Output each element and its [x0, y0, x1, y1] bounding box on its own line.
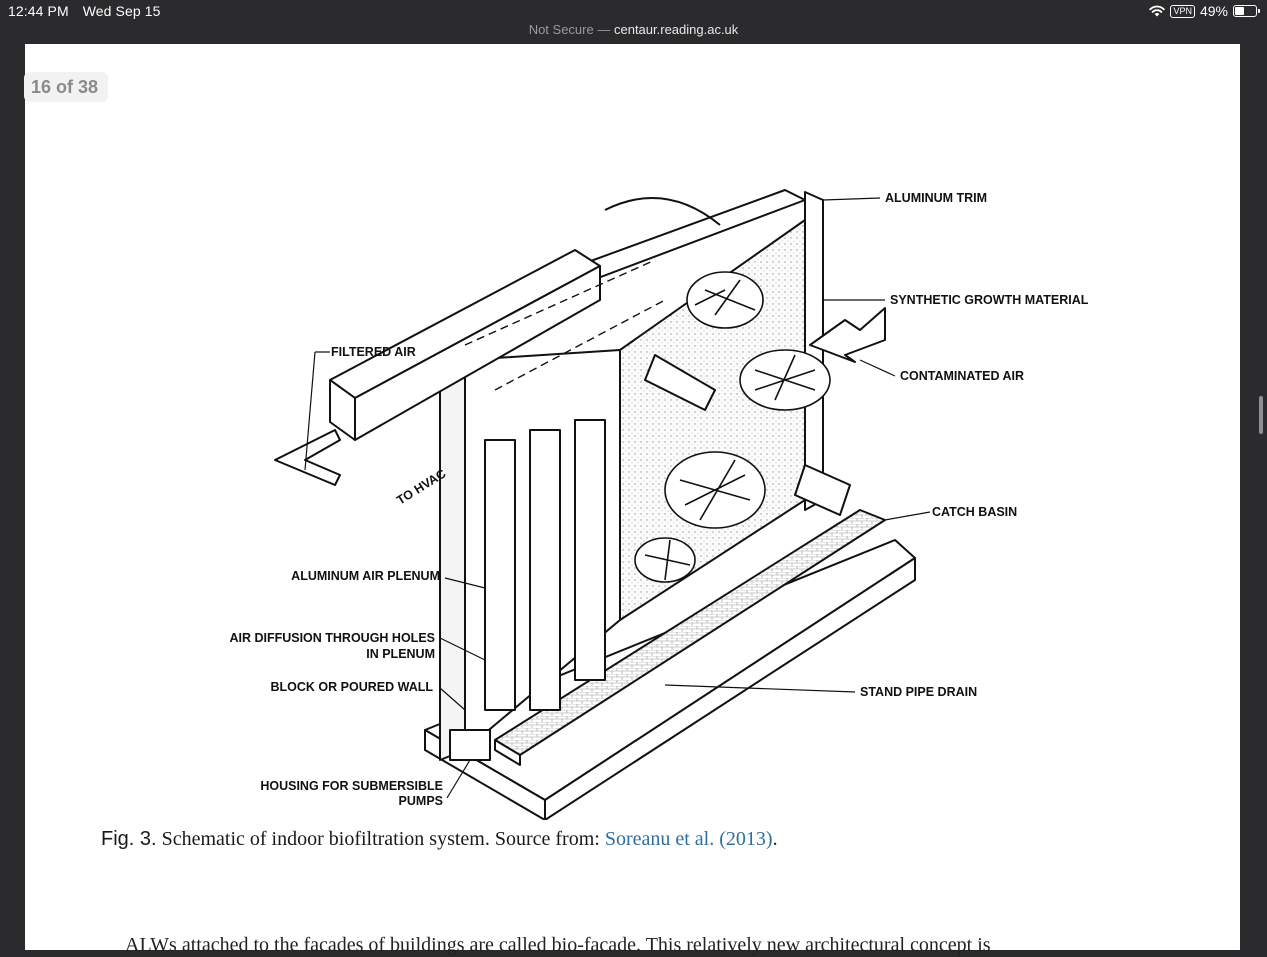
body-paragraph: ALWs attached to the facades of building…	[125, 934, 1205, 957]
battery-icon	[1233, 5, 1257, 17]
figure-caption: Fig. 3. Schematic of indoor biofiltratio…	[101, 828, 778, 851]
label-air-plenum: ALUMINUM AIR PLENUM	[291, 569, 440, 583]
label-housing-2: PUMPS	[399, 794, 443, 808]
pdf-page[interactable]: ALUMINUM TRIM SYNTHETIC GROWTH MATERIAL …	[25, 44, 1240, 950]
vpn-badge: VPN	[1170, 5, 1195, 18]
biofiltration-figure: ALUMINUM TRIM SYNTHETIC GROWTH MATERIAL …	[195, 140, 1115, 820]
label-catch-basin: CATCH BASIN	[932, 505, 1017, 519]
label-block-wall: BLOCK OR POURED WALL	[271, 680, 434, 694]
status-time: 12:44 PM	[8, 3, 69, 19]
url-separator: —	[597, 22, 610, 37]
label-housing-1: HOUSING FOR SUBMERSIBLE	[260, 779, 443, 793]
status-left: 12:44 PM Wed Sep 15	[8, 3, 171, 19]
citation-link[interactable]: Soreanu et al. (2013)	[605, 828, 773, 850]
label-contaminated-air: CONTAMINATED AIR	[900, 369, 1024, 383]
plenum-strip	[530, 430, 560, 710]
aluminum-trim	[805, 192, 823, 510]
battery-fill	[1235, 7, 1244, 15]
status-bar: 12:44 PM Wed Sep 15 VPN 49%	[0, 0, 1267, 22]
plenum-strip	[575, 420, 605, 680]
pump-housing	[450, 730, 490, 760]
caption-text: Schematic of indoor biofiltration system…	[157, 828, 605, 850]
status-date: Wed Sep 15	[83, 3, 161, 19]
label-synthetic-growth: SYNTHETIC GROWTH MATERIAL	[890, 293, 1089, 307]
page-indicator: 16 of 38	[24, 72, 108, 102]
label-air-diffusion-1: AIR DIFFUSION THROUGH HOLES	[229, 631, 435, 645]
url-domain: centaur.reading.ac.uk	[614, 22, 738, 37]
address-bar[interactable]: Not Secure — centaur.reading.ac.uk	[0, 22, 1267, 44]
block-wall	[440, 360, 465, 760]
caption-end: .	[773, 828, 778, 850]
label-aluminum-trim: ALUMINUM TRIM	[885, 191, 987, 205]
status-right: VPN 49%	[1149, 3, 1257, 19]
wifi-icon	[1149, 5, 1165, 17]
battery-percent: 49%	[1200, 3, 1228, 19]
label-stand-pipe: STAND PIPE DRAIN	[860, 685, 977, 699]
plenum-strip	[485, 440, 515, 710]
label-air-diffusion-2: IN PLENUM	[366, 647, 435, 661]
caption-label: Fig. 3.	[101, 828, 157, 850]
scrollbar[interactable]	[1259, 396, 1263, 434]
label-filtered-air: FILTERED AIR	[331, 345, 416, 359]
security-label: Not Secure	[529, 22, 594, 37]
air-flow-arrow	[795, 465, 850, 515]
